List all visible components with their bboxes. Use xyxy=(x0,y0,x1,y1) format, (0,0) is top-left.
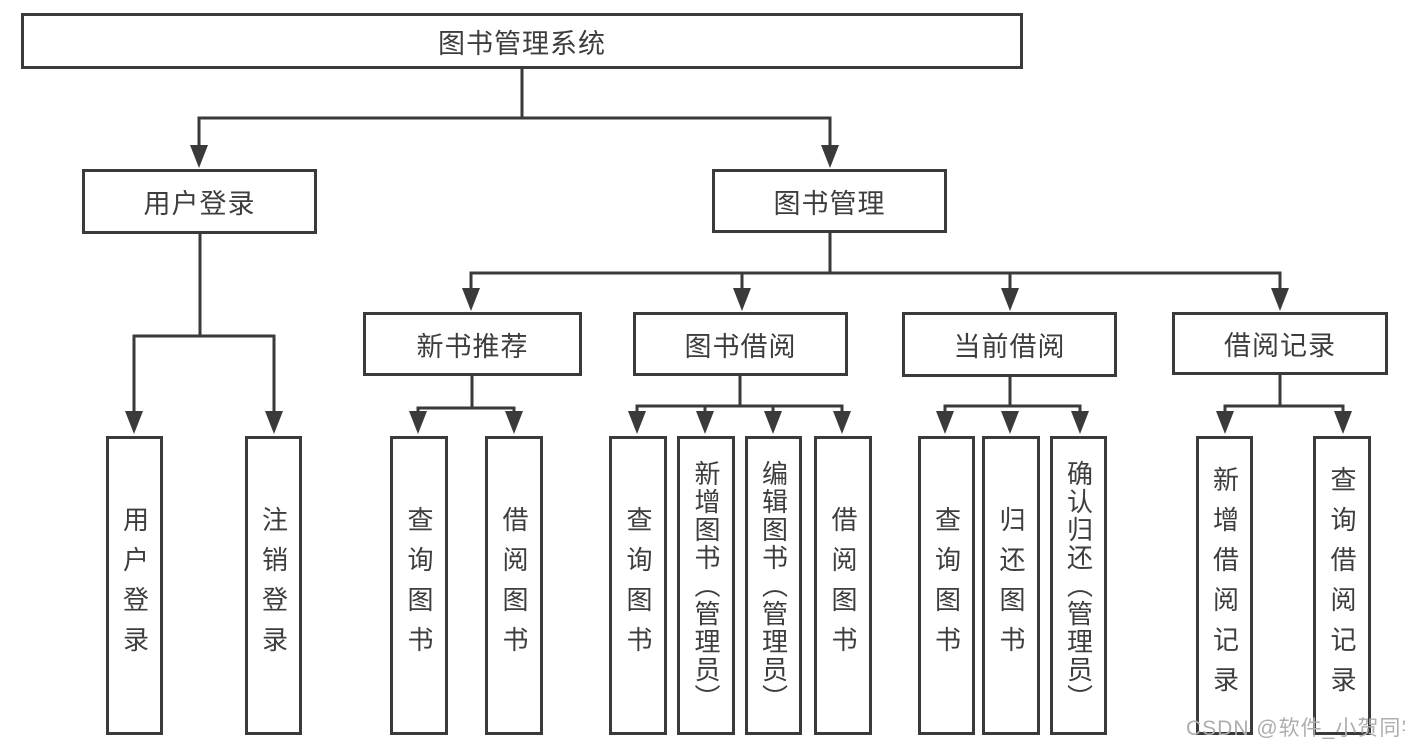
arrow-current-confirm xyxy=(1071,411,1089,434)
node-borrow-records: 借阅记录 xyxy=(1172,312,1388,375)
leaf-current-confirm-admin: 确认归还（管理员） xyxy=(1050,436,1107,735)
arrow-to-borrow-records xyxy=(1271,288,1289,311)
node-label: 图书借阅 xyxy=(684,331,797,362)
arrow-borrow-borrow xyxy=(833,411,851,434)
arrow-newbook-query xyxy=(409,411,427,434)
node-label: 新增借阅记录 xyxy=(1209,465,1240,706)
leaf-logout: 注销登录 xyxy=(245,436,302,735)
leaf-current-query: 查询图书 xyxy=(918,436,975,735)
node-current-borrow: 当前借阅 xyxy=(902,312,1117,377)
node-label: 图书管理 xyxy=(773,188,886,219)
arrow-to-current-borrow xyxy=(1001,288,1019,311)
arrow-current-query xyxy=(936,411,954,434)
node-new-book-recommend: 新书推荐 xyxy=(363,312,582,376)
node-label: 新增图书（管理员） xyxy=(691,459,721,712)
leaf-borrow-borrow: 借阅图书 xyxy=(814,436,872,735)
node-label: 确认归还（管理员） xyxy=(1063,459,1094,712)
node-book-management: 图书管理 xyxy=(712,169,947,233)
leaf-records-query: 查询借阅记录 xyxy=(1313,436,1371,735)
arrow-borrow-add xyxy=(696,411,714,434)
node-label: 新书推荐 xyxy=(416,331,529,362)
arrow-records-add xyxy=(1216,411,1234,434)
node-label: 注销登录 xyxy=(258,505,289,666)
leaf-borrow-add-admin: 新增图书（管理员） xyxy=(677,436,735,735)
node-user-login: 用户登录 xyxy=(82,169,317,234)
node-label: 借阅图书 xyxy=(499,505,529,666)
edge-new-book-split xyxy=(416,376,516,420)
node-label: 查询图书 xyxy=(404,505,434,666)
leaf-current-return: 归还图书 xyxy=(982,436,1040,735)
node-label: 查询图书 xyxy=(623,505,653,666)
node-label: 归还图书 xyxy=(996,505,1026,666)
edge-root-split xyxy=(197,67,832,150)
arrow-to-user-login-leaf xyxy=(125,411,143,434)
node-label: 借阅图书 xyxy=(828,505,858,666)
node-label: 借阅记录 xyxy=(1224,331,1336,361)
node-label: 用户登录 xyxy=(119,505,150,666)
csdn-watermark: CSDN @软件_小贺同学 xyxy=(1186,717,1405,740)
node-label: 查询借阅记录 xyxy=(1327,465,1357,706)
node-label: 图书管理系统 xyxy=(438,28,606,59)
arrow-records-query xyxy=(1334,411,1352,434)
arrow-to-new-book xyxy=(462,288,480,311)
node-label: 编辑图书（管理员） xyxy=(758,459,789,712)
node-label: 用户登录 xyxy=(143,189,256,219)
arrowheads xyxy=(125,145,1352,434)
node-library-management-system: 图书管理系统 xyxy=(21,13,1023,69)
arrow-to-book-borrow xyxy=(733,288,751,311)
edge-book-mgmt-split xyxy=(469,232,1282,295)
leaf-newbook-query: 查询图书 xyxy=(390,436,448,735)
arrow-to-user-login xyxy=(190,145,208,168)
arrow-newbook-borrow xyxy=(505,411,523,434)
leaf-records-add: 新增借阅记录 xyxy=(1196,436,1253,735)
arrow-to-book-mgmt xyxy=(821,145,839,168)
arrow-borrow-query xyxy=(628,411,646,434)
edge-borrow-records-split xyxy=(1223,374,1345,420)
arrow-to-logout-leaf xyxy=(265,411,283,434)
node-label: 当前借阅 xyxy=(953,332,1066,362)
leaf-user-login: 用户登录 xyxy=(106,436,163,735)
arrow-borrow-edit xyxy=(764,411,782,434)
edge-book-borrow-split xyxy=(635,376,844,420)
leaf-newbook-borrow: 借阅图书 xyxy=(485,436,543,735)
leaf-borrow-query: 查询图书 xyxy=(609,436,667,735)
node-label: 查询图书 xyxy=(931,505,962,666)
edge-user-login-split xyxy=(132,234,276,420)
leaf-borrow-edit-admin: 编辑图书（管理员） xyxy=(745,436,802,735)
arrow-current-return xyxy=(1001,411,1019,434)
node-book-borrow: 图书借阅 xyxy=(633,312,848,376)
